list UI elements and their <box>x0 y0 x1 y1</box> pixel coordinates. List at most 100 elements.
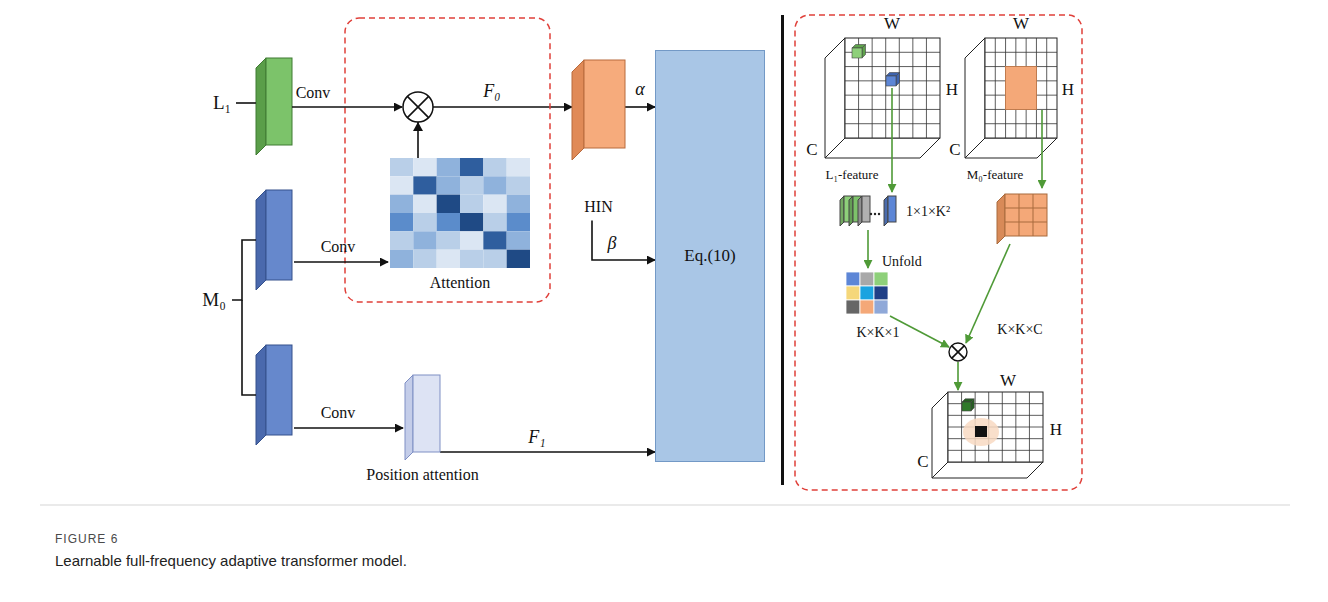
grid-line <box>926 38 927 138</box>
cube-bottom <box>965 138 1057 158</box>
matrix-cell <box>390 213 413 231</box>
green-arrow <box>891 88 893 192</box>
part-label: H <box>1050 421 1062 440</box>
matrix-cell <box>483 213 506 231</box>
part-label: W <box>1013 15 1029 34</box>
hin-slab <box>572 60 625 160</box>
slab-front <box>266 345 292 435</box>
ellipsis-dot <box>870 213 872 215</box>
part-label: L₁ <box>213 93 231 114</box>
slab-side <box>884 196 888 226</box>
cube-bottom <box>932 462 1043 478</box>
separator-bar <box>781 15 784 485</box>
slab-side <box>256 190 266 290</box>
part-label: Conv <box>321 404 356 422</box>
matrix-cell <box>437 231 460 249</box>
matrix-cell <box>507 158 530 176</box>
slab-front <box>584 60 625 148</box>
dashed-frame <box>795 15 1082 490</box>
matrix-cell <box>437 213 460 231</box>
kernel-cell <box>874 300 888 314</box>
kernel-slab <box>858 196 870 226</box>
kernel-slab <box>849 196 861 226</box>
matrix-cell <box>483 158 506 176</box>
kernel-cell <box>846 272 860 286</box>
matrix-cell <box>460 195 483 213</box>
equation-box: Eq.(10) <box>655 50 765 462</box>
matrix-cell <box>483 176 506 194</box>
block-caption: Attention <box>430 274 490 292</box>
part-label: H <box>1062 81 1074 100</box>
cube-bottom <box>825 138 940 158</box>
slab-side <box>840 196 844 226</box>
caption-rule <box>40 505 1290 506</box>
block-caption: HIN <box>584 198 612 216</box>
matrix-cell <box>460 158 483 176</box>
grid-line <box>899 38 900 138</box>
caption: Learnable full-frequency adaptive transf… <box>55 552 407 569</box>
part-label: C <box>806 141 817 160</box>
grid-line <box>1005 222 1047 223</box>
tiny-side <box>862 45 866 59</box>
grid-line <box>1019 194 1020 236</box>
slab-side <box>997 194 1005 244</box>
multiply-cross <box>952 346 965 359</box>
l1-feature-cube <box>825 38 940 158</box>
matrix-cell <box>460 250 483 268</box>
multiply-cross <box>407 96 428 117</box>
matrix-cell <box>390 250 413 268</box>
matrix-cell <box>483 231 506 249</box>
green-arrow <box>867 230 869 268</box>
ellipsis-dot <box>878 213 880 215</box>
edge-label: F₀ <box>483 82 500 102</box>
neighbourhood-block <box>1006 67 1037 110</box>
matrix-cell <box>390 231 413 249</box>
grid-line <box>1046 38 1047 138</box>
kernel-cell <box>874 286 888 300</box>
grid-line <box>948 415 1043 416</box>
matrix-cell <box>483 195 506 213</box>
matrix-cell <box>507 231 530 249</box>
part-label: H <box>946 81 958 100</box>
slab-front <box>413 375 440 452</box>
matrix-cell <box>507 195 530 213</box>
conv-arrow <box>294 427 403 429</box>
edge-label: β <box>608 234 617 254</box>
feature-block: Position attention <box>405 375 440 460</box>
matrix-cell <box>460 213 483 231</box>
part-label: K×K×C <box>997 322 1042 337</box>
connector <box>440 451 655 453</box>
m0-slab <box>256 345 292 445</box>
part-label: Conv <box>296 84 331 102</box>
matrix-cell <box>460 176 483 194</box>
part-label: M₀-feature <box>967 168 1024 182</box>
grid-line <box>912 38 913 138</box>
slab-front <box>888 196 896 222</box>
part-label: W <box>884 15 900 34</box>
ellipsis-dot <box>874 213 876 215</box>
slab-front <box>1005 194 1047 236</box>
cube-face <box>948 392 1043 462</box>
matrix-cell <box>460 231 483 249</box>
matrix-cell <box>507 213 530 231</box>
matrix-cell <box>437 158 460 176</box>
edge-label: F₁ <box>528 428 545 448</box>
pixel-cube <box>962 399 974 411</box>
position-slab <box>405 375 440 460</box>
part-label: 1×1×K² <box>906 204 950 219</box>
m0-feature-cube <box>965 38 1057 158</box>
tiny-front <box>962 402 971 411</box>
kxkxc-block <box>997 194 1047 244</box>
output-pixel <box>975 426 987 437</box>
cube-face <box>985 38 1057 138</box>
green-arrow <box>957 362 959 390</box>
slab-side <box>405 375 413 460</box>
part-label: L₁-feature <box>826 168 879 182</box>
matrix-cell <box>413 250 436 268</box>
matrix-cell <box>507 250 530 268</box>
green-arrow <box>1041 110 1043 188</box>
matrix-cell <box>413 158 436 176</box>
slab-side <box>256 345 266 445</box>
dashed-frame <box>345 18 550 302</box>
